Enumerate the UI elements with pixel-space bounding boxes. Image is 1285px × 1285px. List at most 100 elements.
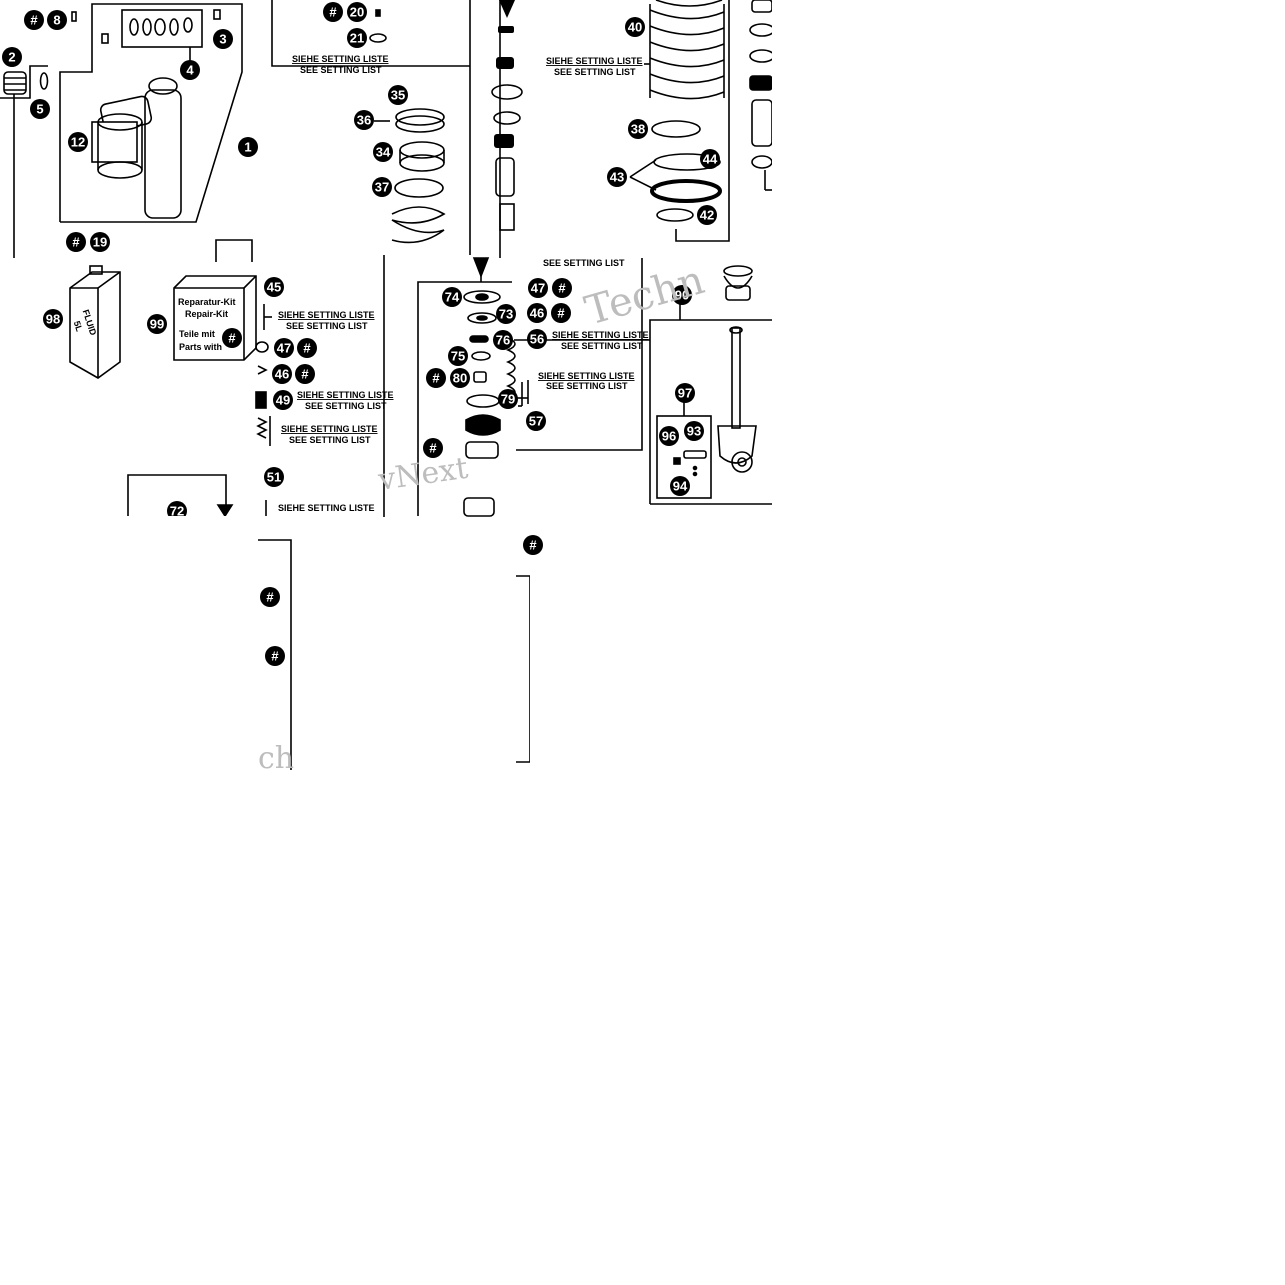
callout-circle xyxy=(697,205,717,225)
callout-text: 42 xyxy=(700,208,714,223)
callout-75: 75 xyxy=(448,346,468,366)
callout-hash-marker: # xyxy=(551,303,571,323)
callout-text: 12 xyxy=(71,135,85,150)
callout-text: 73 xyxy=(499,307,513,322)
tile-shock-body xyxy=(0,3,248,258)
callout-47: 47 xyxy=(528,278,548,298)
setting-list-labels: SIEHE SETTING LISTE SEE SETTING LIST SIE… xyxy=(278,54,649,513)
callout-circle xyxy=(222,328,242,348)
callout-76: 76 xyxy=(493,330,513,350)
callout-text: 93 xyxy=(687,424,701,439)
callout-hash-marker: # xyxy=(295,364,315,384)
callout-circle xyxy=(684,421,704,441)
callout-40: 40 xyxy=(625,17,645,37)
callout-text: 3 xyxy=(219,32,226,47)
callout-text: # xyxy=(558,281,566,296)
callout-circle xyxy=(442,287,462,307)
callout-circle xyxy=(625,17,645,37)
callout-circle xyxy=(523,535,543,555)
callout-5: 5 xyxy=(30,99,50,119)
callout-3: 3 xyxy=(213,29,233,49)
callout-circle xyxy=(347,2,367,22)
callout-text: 80 xyxy=(453,371,467,386)
callout-36: 36 xyxy=(354,110,374,130)
fluid-can-label: FLUID 5L xyxy=(72,308,99,337)
callout-circle xyxy=(527,329,547,349)
setting-list-de: SIEHE SETTING LISTE xyxy=(278,503,375,513)
callout-text: # xyxy=(329,5,337,20)
callout-circle xyxy=(180,60,200,80)
callout-circle xyxy=(90,232,110,252)
callout-12: 12 xyxy=(68,132,88,152)
callout-8: 8 xyxy=(47,10,67,30)
setting-list-de: SIEHE SETTING LISTE xyxy=(546,56,643,66)
callout-97: 97 xyxy=(675,383,695,403)
callout-circle xyxy=(238,137,258,157)
callout-circle xyxy=(675,383,695,403)
callout-text: 49 xyxy=(276,393,290,408)
callout-circle xyxy=(423,438,443,458)
callout-circle xyxy=(47,10,67,30)
callout-circle xyxy=(607,167,627,187)
callout-hash-marker: # xyxy=(66,232,86,252)
callout-text: 90 xyxy=(675,288,689,303)
callout-74: 74 xyxy=(442,287,462,307)
callout-hash-marker: # xyxy=(297,338,317,358)
callout-circle xyxy=(448,346,468,366)
callout-text: 1 xyxy=(244,140,251,155)
setting-list-de: SIEHE SETTING LISTE xyxy=(552,330,649,340)
callout-circle xyxy=(388,85,408,105)
callout-hash-marker: # xyxy=(260,587,280,607)
setting-list-en: SEE SETTING LIST xyxy=(554,67,636,77)
callout-2: 2 xyxy=(2,47,22,67)
setting-list-de: SIEHE SETTING LISTE xyxy=(278,310,375,320)
callout-text: 8 xyxy=(53,13,60,28)
callout-text: 46 xyxy=(530,306,544,321)
callout-circle xyxy=(260,587,280,607)
setting-list-de: SIEHE SETTING LISTE xyxy=(297,390,394,400)
callout-text: 44 xyxy=(703,152,718,167)
callout-circle xyxy=(373,142,393,162)
callout-circle xyxy=(354,110,374,130)
callout-text: # xyxy=(30,13,38,28)
callout-text: 51 xyxy=(267,470,281,485)
callout-hash-marker: # xyxy=(552,278,572,298)
setting-list-de: SIEHE SETTING LISTE xyxy=(538,371,635,381)
callout-circle xyxy=(2,47,22,67)
callout-circle xyxy=(264,277,284,297)
callout-1: 1 xyxy=(238,137,258,157)
callout-47: 47 xyxy=(274,338,294,358)
setting-list-en: SEE SETTING LIST xyxy=(289,435,371,445)
callout-text: 36 xyxy=(357,113,371,128)
callout-hash-marker: # xyxy=(222,328,242,348)
callout-96: 96 xyxy=(659,426,679,446)
setting-list-de: SIEHE SETTING LISTE xyxy=(292,54,389,64)
callout-44: 44 xyxy=(700,149,720,169)
callout-circle xyxy=(498,389,518,409)
tile-b-small-parts xyxy=(491,0,523,231)
callout-text: # xyxy=(271,649,279,664)
callout-90: 90 xyxy=(672,285,692,305)
callout-circle xyxy=(347,28,367,48)
fluid-can-line1: FLUID xyxy=(81,308,99,337)
repair-kit-parts-de: Teile mit xyxy=(179,329,215,339)
setting-list-en: SEE SETTING LIST xyxy=(300,65,382,75)
callout-text: 34 xyxy=(376,145,391,160)
callout-38: 38 xyxy=(628,119,648,139)
repair-kit-de: Reparatur-Kit xyxy=(178,297,236,307)
setting-list-en: SEE SETTING LIST xyxy=(561,341,643,351)
callout-text: # xyxy=(228,331,236,346)
callout-46: 46 xyxy=(527,303,547,323)
callout-circle xyxy=(297,338,317,358)
callout-text: 21 xyxy=(350,31,364,46)
callout-98: 98 xyxy=(43,309,63,329)
callout-80: 80 xyxy=(450,368,470,388)
callout-circle xyxy=(426,368,446,388)
callout-hash-marker: # xyxy=(24,10,44,30)
callout-circle xyxy=(372,177,392,197)
watermark-brand: vNext xyxy=(375,451,470,498)
callout-circle xyxy=(295,364,315,384)
callout-circle xyxy=(30,99,50,119)
